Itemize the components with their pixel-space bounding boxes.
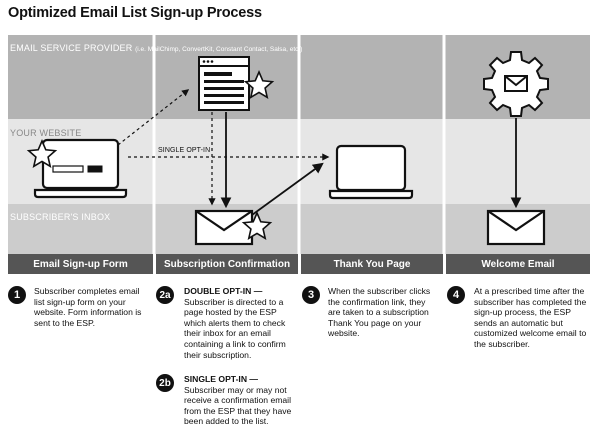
step-2a-body: Subscriber is directed to a page hosted …: [184, 296, 286, 360]
laptop-icon: [33, 138, 128, 199]
gear-envelope-icon: [483, 51, 549, 117]
arrow-inbox-to-thankyou: [251, 162, 324, 216]
step-4-body: At a prescribed time after the subscribe…: [474, 286, 587, 349]
step-4-text: At a prescribed time after the subscribe…: [474, 286, 590, 350]
step-2a-badge: 2a: [156, 286, 174, 304]
row-label-inbox: SUBSCRIBER'S INBOX: [10, 212, 111, 222]
star-icon: [26, 138, 58, 168]
row-label-esp: EMAIL SERVICE PROVIDER (i.e. MailChimp, …: [10, 43, 302, 53]
step-2a-heading: DOUBLE OPT-IN —: [184, 286, 263, 296]
star-icon: [241, 210, 273, 240]
step-3-badge: 3: [302, 286, 320, 304]
step-1-badge: 1: [8, 286, 26, 304]
single-optin-arrow-label: SINGLE OPT-IN: [158, 147, 211, 154]
envelope-icon: [486, 209, 546, 246]
arrow-form-to-esp: [117, 89, 190, 146]
step-1-body: Subscriber completes email list sign-up …: [34, 286, 142, 328]
step-2b-text: SINGLE OPT-IN — Subscriber may or may no…: [184, 374, 296, 427]
column-label-thank-you-page: Thank You Page: [301, 254, 443, 274]
envelope-icon: [194, 209, 254, 246]
step-4-badge: 4: [447, 286, 465, 304]
star-icon: [243, 69, 275, 99]
browser-window-icon: [198, 56, 250, 111]
step-2a-text: DOUBLE OPT-IN — Subscriber is directed t…: [184, 286, 296, 360]
laptop-icon: [328, 144, 414, 200]
step-2b-badge: 2b: [156, 374, 174, 392]
column-separators: [152, 35, 446, 274]
column-label-signup-form: Email Sign-up Form: [8, 254, 153, 274]
step-2b-heading: SINGLE OPT-IN —: [184, 374, 259, 384]
row-label-esp-sub: (i.e. MailChimp, ConvertKit, Constant Co…: [135, 46, 303, 53]
step-3-text: When the subscriber clicks the confirmat…: [328, 286, 436, 339]
row-label-website: YOUR WEBSITE: [10, 128, 82, 138]
column-label-subscription-confirmation: Subscription Confirmation: [156, 254, 298, 274]
page-title: Optimized Email List Sign-up Process: [8, 5, 262, 21]
column-label-welcome-email: Welcome Email: [446, 254, 590, 274]
row-label-esp-text: EMAIL SERVICE PROVIDER: [10, 43, 133, 53]
step-2b-body: Subscriber may or may not receive a conf…: [184, 384, 292, 427]
step-3-body: When the subscriber clicks the confirmat…: [328, 286, 431, 339]
step-1-text: Subscriber completes email list sign-up …: [34, 286, 146, 328]
